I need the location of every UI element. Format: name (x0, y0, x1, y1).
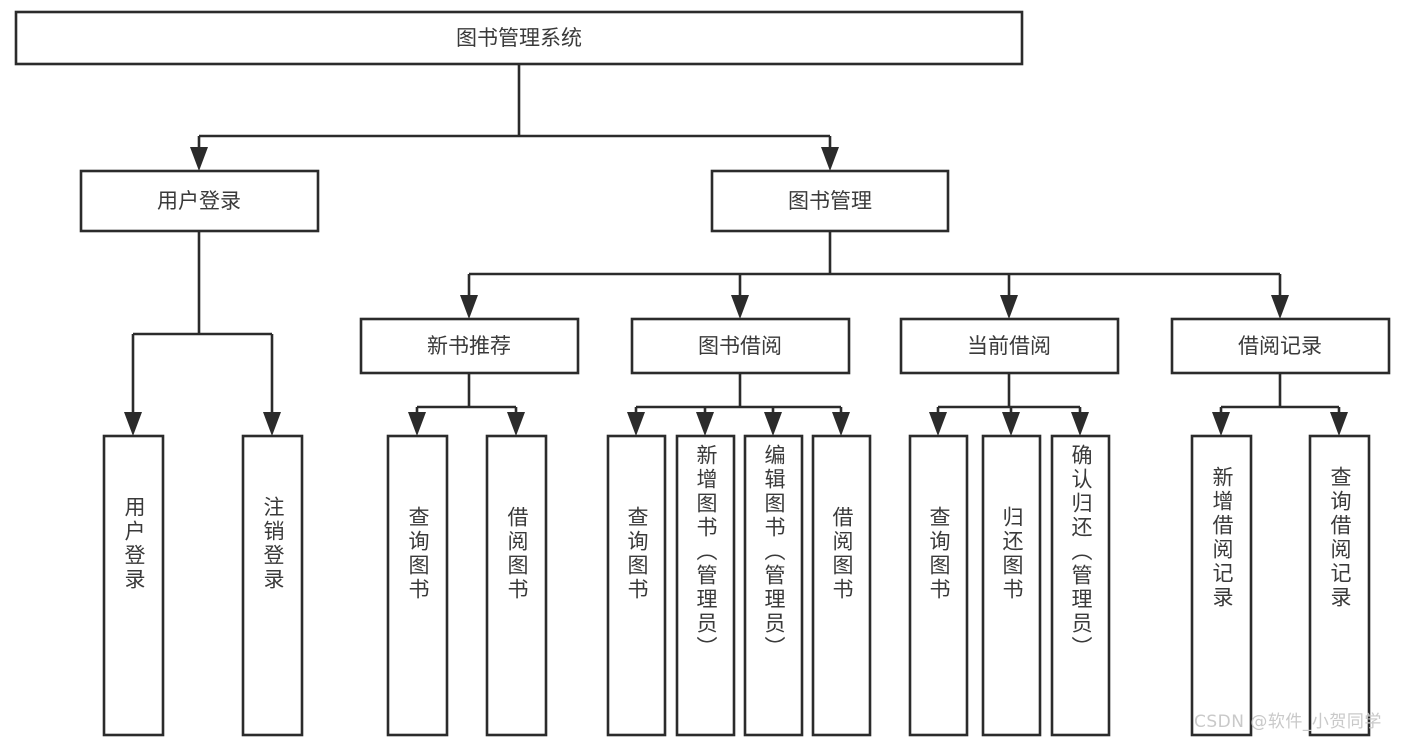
node-box-leaf-edit-book[interactable] (743, 434, 804, 737)
node-box-leaf-query-book-1[interactable] (386, 434, 449, 737)
arrow-head-user-login (190, 147, 208, 171)
node-box-book-borrow[interactable] (630, 317, 851, 375)
connector-group-user-login (124, 231, 281, 436)
watermark-text: CSDN @软件_小贺同学 (1194, 712, 1382, 732)
arrow-head-leaf-query-book-3 (929, 412, 947, 436)
arrow-head-leaf-query-book-1 (408, 412, 426, 436)
arrow-head-leaf-user-logout (263, 412, 281, 436)
node-box-borrow-record[interactable] (1170, 317, 1391, 375)
node-user-login[interactable]: 用户登录 (79, 169, 320, 233)
node-box-user-login[interactable] (79, 169, 320, 233)
node-box-leaf-add-book[interactable] (675, 434, 736, 737)
arrow-head-leaf-user-login (124, 412, 142, 436)
node-label-book-borrow: 图书借阅 (698, 334, 782, 358)
arrow-head-leaf-borrow-book-2 (832, 412, 850, 436)
node-label-new-book-rec: 新书推荐 (427, 334, 511, 358)
connector-group-borrow-record (1212, 373, 1348, 436)
node-box-leaf-query-book-2[interactable] (606, 434, 667, 737)
node-borrow-record[interactable]: 借阅记录 (1170, 317, 1391, 375)
arrow-head-leaf-return-book (1002, 412, 1020, 436)
arrow-head-leaf-add-record (1212, 412, 1230, 436)
node-box-leaf-add-record[interactable] (1190, 434, 1253, 737)
arrow-head-leaf-query-book-2 (627, 412, 645, 436)
arrow-head-borrow-record (1271, 295, 1289, 319)
arrow-head-current-borrow (1000, 295, 1018, 319)
connector-group-book-manage (460, 231, 1289, 319)
connector-group-root (190, 64, 839, 171)
node-label-borrow-record: 借阅记录 (1238, 334, 1322, 358)
node-label-current-borrow: 当前借阅 (967, 334, 1051, 358)
node-box-new-book-rec[interactable] (359, 317, 580, 375)
node-box-leaf-confirm-return[interactable] (1050, 434, 1111, 737)
node-current-borrow[interactable]: 当前借阅 (899, 317, 1120, 375)
node-root[interactable]: 图书管理系统 (14, 10, 1024, 66)
node-book-manage[interactable]: 图书管理 (710, 169, 950, 233)
node-box-leaf-return-book[interactable] (981, 434, 1042, 737)
node-book-borrow[interactable]: 图书借阅 (630, 317, 851, 375)
arrow-head-book-manage (821, 147, 839, 171)
node-box-leaf-query-book-3[interactable] (908, 434, 969, 737)
node-box-current-borrow[interactable] (899, 317, 1120, 375)
node-box-leaf-query-record[interactable] (1308, 434, 1371, 737)
arrow-head-leaf-query-record (1330, 412, 1348, 436)
arrow-head-leaf-borrow-book-1 (507, 412, 525, 436)
arrow-head-leaf-confirm-return (1071, 412, 1089, 436)
node-label-book-manage: 图书管理 (788, 189, 872, 213)
node-box-book-manage[interactable] (710, 169, 950, 233)
arrow-head-leaf-edit-book (764, 412, 782, 436)
node-label-root: 图书管理系统 (456, 26, 582, 50)
connector-group-new-book-rec (408, 373, 525, 436)
node-box-root[interactable] (14, 10, 1024, 66)
node-new-book-rec[interactable]: 新书推荐 (359, 317, 580, 375)
connector-group-book-borrow (627, 373, 850, 436)
node-box-leaf-user-login[interactable] (102, 434, 165, 737)
node-label-user-login: 用户登录 (157, 189, 241, 213)
arrow-head-new-book-rec (460, 295, 478, 319)
arrow-head-leaf-add-book (696, 412, 714, 436)
arrow-head-book-borrow (731, 295, 749, 319)
node-box-leaf-borrow-book-1[interactable] (485, 434, 548, 737)
node-box-leaf-user-logout[interactable] (241, 434, 304, 737)
connector-group-current-borrow (929, 373, 1089, 436)
node-box-leaf-borrow-book-2[interactable] (811, 434, 872, 737)
